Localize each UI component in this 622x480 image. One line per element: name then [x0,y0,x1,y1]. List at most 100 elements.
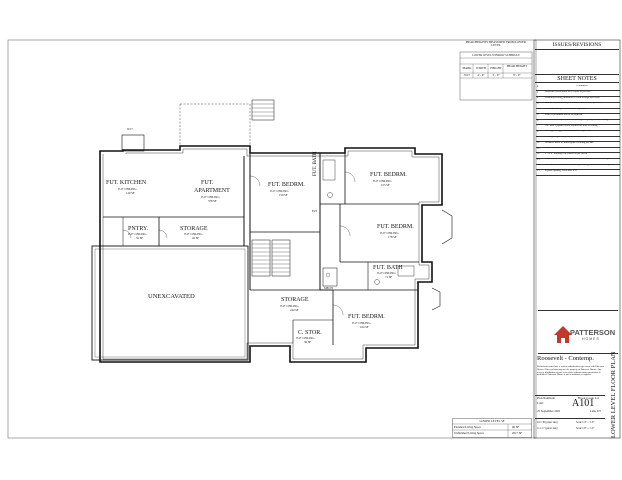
sheet-note-number: 11 [537,147,540,150]
sheet-note-text: Line of structure above [545,147,570,150]
sheet-label: LOWER LEVEL FLOOR PLAN [610,351,617,438]
window-schedule-cell: 4' - 0" [477,73,485,77]
sheet-note-number: 5 [537,113,539,116]
room-label-bedroom-a: FUT. BEDRM. [268,182,305,188]
room-label-cold-storage: C. STOR. [298,330,322,336]
sheet-note-number: 13 [537,158,540,161]
room-label-storage-apartment: STORAGE [180,226,208,232]
room-ceiling: 9'-0" CEILING [296,336,315,340]
sheet-note-number: 7 [537,124,539,128]
window-mark: W17 [127,127,133,131]
area-summary-label: Unfinished Living Space [454,431,484,435]
room-ceiling: 9'-0" CEILING [380,231,399,235]
room-label-bedroom-c: FUT. BEDRM. [377,224,414,230]
window-schedule-cell: 3' - 0" [492,73,500,77]
exterior-stair [251,99,275,121]
scale-value: Scale 1/8" = 1'-0" [576,427,595,430]
sheet-note-text: 4" or 6" drainage tie. Install as per be… [545,152,588,155]
company-logo: PATTERSON HOMES [538,310,618,354]
sheet-note-text: Window wells w/ metal grate covering per… [545,141,595,144]
room-area: 36 SF [304,340,312,344]
floor-plan [91,99,453,363]
room-label-apartment-2: APARTMENT [194,188,230,194]
window-schedule-cell: W17 [464,73,470,77]
room-area: 71 SF [385,275,393,279]
window-schedule-title: LOWER LEVEL WINDOW SCHEDULE [472,54,520,57]
sheet-note-row: 9 Ceiling heights vary top of soffit show… [536,135,620,143]
sheet-note-number: 6 [537,119,539,122]
sheet-note-row: 10 Window wells w/ metal grate covering p… [536,141,620,148]
sheet-note-number: 9 [537,135,539,139]
room-area: 129 SF [126,191,135,195]
room-label-unexcavated: UNEXCAVATED [148,293,195,300]
project-name: Roosevelt - Contemp. [537,355,594,362]
company-subtitle: HOMES [582,337,600,341]
room-ceiling: 9'-0" CEILING [373,179,392,183]
sheet-note-number: 4 [537,107,539,111]
room-label-bedroom-d: FUT. BEDRM. [348,314,385,320]
room-area: 244 SF [290,308,299,312]
sheet-note-number: 3 [537,102,539,105]
sheet-note-row: 3 Smoke alarms are req'd for interconnect… [536,102,620,109]
sheet-note-text: Weatherproofing threshold to code storag… [545,96,600,99]
sheet-note-text: Ventilation as per code fine as required [545,107,586,111]
sheet-note-text: 5/8" type 'X' gyp. bd. under stairs as p… [545,130,592,133]
scale-paper-size: 11 x 17 (paper size) [537,427,558,430]
window-schedule-cell: 8' - 0" [513,73,521,77]
sheet-note-row: 6 A handrail is req'd from the landing to… [536,119,620,126]
issues-revisions-heading: ISSUES/REVISIONS [535,42,619,50]
area-summary-value: 00 SF [512,425,520,429]
issues-revisions-area [535,50,619,75]
sheet-note-row: 8 5/8" type 'X' gyp. bd. under stairs as … [536,130,620,137]
room-ceiling: 9'-0" CEILING [280,304,299,308]
plan-number-label: Plan Number#: [537,396,556,400]
company-name: PATTERSON [570,328,616,337]
room-label-storage-main: STORAGE [281,297,309,303]
window-schedule-header-width: WIDTH [476,66,486,70]
sheet-note-row: 2 Weatherproofing threshold to code stora… [536,97,620,103]
window-schedule-header-head: HEAD HEIGHT [506,64,528,68]
room-ceiling: 9'-0" CEILING [377,271,396,275]
sheet-note-text: A handrail is req'd from the landing to … [545,119,609,122]
sheet-note-number: 2 [537,96,539,100]
sheet-notes-header: # Comments [536,85,620,92]
sheet-note-text: Ceiling heights vary top of soffit shown [545,135,587,139]
room-label-bath-b: FUT. BATH [373,265,403,271]
room-area: 164 SF [360,325,369,329]
sheet-note-text: Line of pavement above as required [545,113,583,116]
room-area: 159 SF [279,193,288,197]
scale-value: Scale 1/4" = 1'-0" [576,421,595,424]
room-label-bedroom-b: FUT. BEDRM. [370,172,407,178]
sheet-note-text: Smoke alarms are req'd for interconnecti… [545,102,602,105]
scale-paper-size: 24 x 36 (paper size) [537,421,558,424]
sheet-note-text: 3/4" min. gypsum board required at wall … [545,124,598,127]
lot-label: Lot#: [537,401,544,405]
sheet-note-number: 10 [537,141,540,144]
elevation-mark: E23 [312,209,317,213]
area-summary-value: 2017 SF [512,431,523,435]
room-label-pantry: PNTRY. [128,226,149,232]
room-ceiling: 9'-0" CEILING [270,189,289,193]
room-label-apartment: FUT. [201,180,214,186]
sheet-note-row: 11 Line of structure above [536,147,620,154]
room-area: 42 SF [192,236,200,240]
window-schedule-note: HEAD HEIGHTS MEASURED FROM LOWER LEVEL [466,40,526,48]
room-area: 178 SF [388,235,397,239]
room-ceiling: 9'-0" CEILING [352,321,371,325]
room-ceiling: 9'-0" CEILING [128,232,147,236]
room-area: 378 SF [208,199,217,203]
sheet-note-text: Egress opening. Trim also 9'-0" [545,169,578,172]
area-summary-title: LOWER LEVEL SF [479,419,505,423]
room-label-kitchen: FUT. KITCHEN [106,180,147,186]
scale-table [535,418,605,437]
stair-symbol [251,239,291,277]
room-ceiling: 9'-0" CEILING [118,187,137,191]
sheet-note-row: 5 Line of pavement above as required [536,113,620,120]
sheet-note-number: 8 [537,130,539,133]
area-summary-label: Finished Living Space [454,425,481,429]
